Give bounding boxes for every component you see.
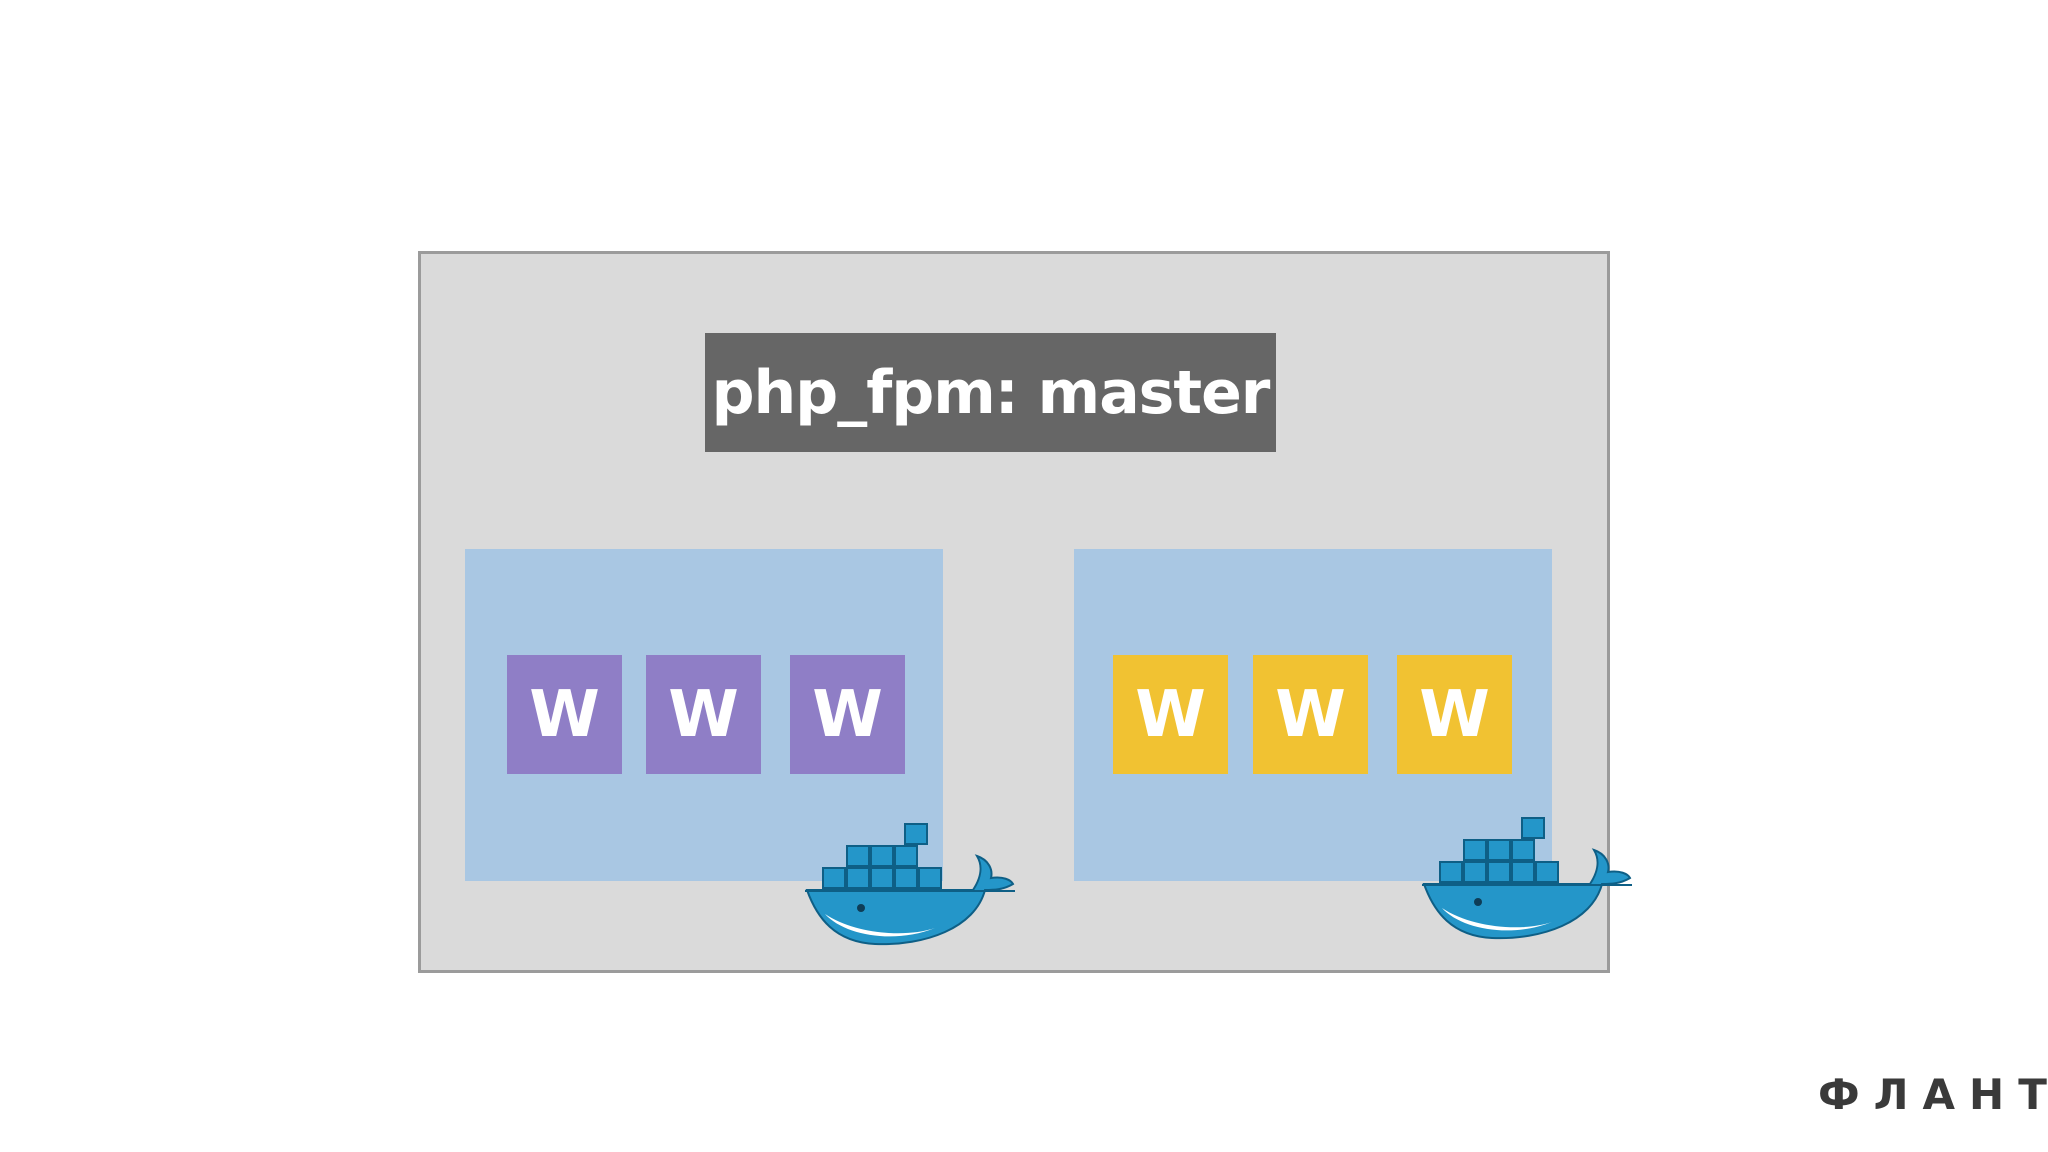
worker-left-3: W: [790, 655, 905, 774]
worker-left-2: W: [646, 655, 761, 774]
worker-right-3: W: [1397, 655, 1512, 774]
worker-right-2: W: [1253, 655, 1368, 774]
docker-containers: [1439, 817, 1559, 883]
worker-right-1: W: [1113, 655, 1228, 774]
flant-logo: ФЛАНТ: [1818, 1070, 2048, 1119]
php-fpm-master-label: php_fpm: master: [705, 333, 1276, 452]
docker-whale-icon: [1422, 817, 1632, 940]
docker-containers: [822, 823, 942, 889]
docker-whale-icon: [805, 823, 1015, 946]
worker-left-1: W: [507, 655, 622, 774]
